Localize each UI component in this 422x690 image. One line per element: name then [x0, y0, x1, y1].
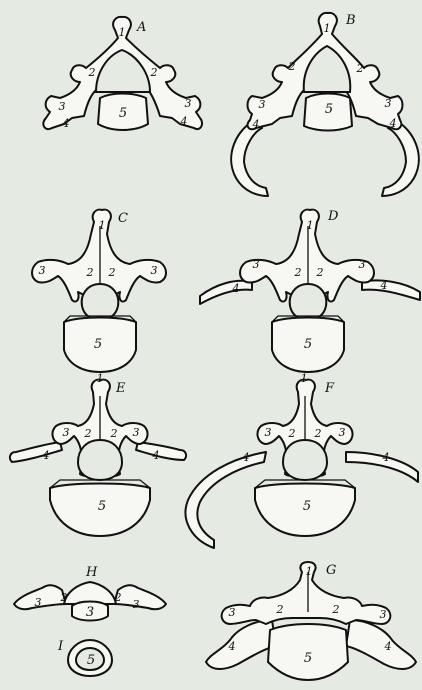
figure-b-label-2-left: 2 [288, 60, 296, 73]
figure-a-label-3-left: 3 [59, 100, 66, 113]
figure-a-label-2-right: 2 [150, 66, 158, 79]
figure-d-label-5: 5 [304, 337, 312, 352]
figure-g-right-lamina [346, 620, 416, 669]
figure-c-label-2-right: 2 [108, 266, 116, 279]
figure-d-label-3-right: 3 [359, 258, 366, 271]
figure-i-letter: I [57, 639, 64, 654]
figure-i-label-5: 5 [87, 653, 95, 668]
figure-a-label-5: 5 [119, 106, 127, 121]
figure-b-label-4-right: 4 [389, 117, 397, 130]
figure-d-label-4-left: 4 [232, 282, 240, 295]
figure-h-label-3-right: 3 [133, 598, 140, 611]
figure-f-label-4-left: 4 [242, 451, 250, 464]
figure-g-label-2-right: 2 [332, 603, 340, 616]
figure-b-label-3-right: 3 [385, 97, 392, 110]
figure-a-label-4-right: 4 [180, 115, 188, 128]
figure-e-label-3-left: 3 [63, 426, 70, 439]
figure-f-label-4-right: 4 [382, 451, 390, 464]
figure-h-right-wing [114, 585, 166, 609]
figure-e-letter: E [115, 381, 126, 396]
figure-a-label-3-right: 3 [185, 97, 192, 110]
figure-b: B 1 2 2 3 3 4 4 5 [231, 13, 419, 196]
figure-b-label-2-right: 2 [356, 62, 364, 75]
figure-i: I 5 [57, 639, 112, 676]
figure-a-label-4-left: 4 [62, 117, 70, 130]
figure-f-letter: F [324, 381, 335, 396]
figure-c-foramen [82, 284, 119, 320]
figure-g-label-2-left: 2 [276, 603, 284, 616]
figure-c-label-1: 1 [99, 219, 106, 232]
figure-d-foramen [290, 284, 327, 320]
figure-e: E 1 2 2 3 3 4 4 5 [10, 372, 186, 536]
figure-e-label-3-right: 3 [133, 426, 140, 439]
figure-g-label-3-right: 3 [380, 608, 387, 621]
figure-a-letter: A [136, 20, 146, 35]
figure-g: G 1 2 2 3 3 4 4 5 [206, 562, 416, 680]
figure-b-label-1: 1 [324, 22, 331, 35]
figure-a-label-2-left: 2 [88, 66, 96, 79]
figure-f: F 1 2 2 3 3 4 4 5 [186, 372, 418, 548]
figure-h-label-3-left: 3 [35, 596, 42, 609]
figure-c-label-5: 5 [94, 337, 102, 352]
figure-f-left-rib [186, 452, 266, 548]
figure-h-letter: H [85, 565, 98, 580]
figure-f-label-1: 1 [301, 372, 308, 385]
figure-b-letter: B [345, 13, 356, 28]
figure-g-label-4-left: 4 [228, 640, 236, 653]
figure-e-label-5: 5 [98, 499, 106, 514]
figure-g-label-5: 5 [304, 651, 312, 666]
figure-f-label-3-right: 3 [339, 426, 346, 439]
figure-b-label-3-left: 3 [259, 98, 266, 111]
figure-g-left-lamina [206, 620, 276, 669]
figure-d-label-2-right: 2 [316, 266, 324, 279]
figure-h-label-2-left: 2 [60, 591, 68, 604]
figure-c-label-3-left: 3 [39, 264, 46, 277]
figure-d-left-rib [200, 281, 252, 304]
figure-g-label-3-left: 3 [229, 606, 236, 619]
figure-d-label-3-left: 3 [253, 258, 260, 271]
figure-d-right-rib [362, 280, 420, 300]
figure-b-left-rib [231, 120, 268, 196]
figure-f-label-3-left: 3 [265, 426, 272, 439]
figure-a: A 1 2 2 3 3 4 4 5 [43, 17, 202, 130]
figure-d-label-4-right: 4 [380, 279, 388, 292]
figure-g-label-4-right: 4 [384, 640, 392, 653]
figure-e-right-process [136, 442, 186, 460]
figure-f-foramen [283, 440, 327, 480]
figure-c: C 1 2 2 3 3 5 [32, 210, 166, 372]
figure-d-letter: D [327, 209, 339, 224]
figure-b-label-5: 5 [325, 102, 333, 117]
figure-b-label-4-left: 4 [252, 118, 260, 131]
figure-c-label-3-right: 3 [151, 264, 158, 277]
figure-e-left-process [10, 442, 62, 462]
figure-e-label-2-left: 2 [84, 427, 92, 440]
figure-a-label-1: 1 [119, 26, 126, 39]
figure-h-label-2-right: 2 [114, 591, 122, 604]
figure-b-right-rib [382, 120, 419, 196]
figure-e-foramen [78, 440, 122, 480]
figure-g-letter: G [326, 563, 336, 578]
figure-e-label-2-right: 2 [110, 427, 118, 440]
figure-e-label-4-left: 4 [42, 449, 50, 462]
figure-g-label-1: 1 [306, 565, 313, 578]
figure-c-label-2-left: 2 [86, 266, 94, 279]
figure-f-label-5: 5 [303, 499, 311, 514]
figure-h-label-center: 3 [86, 605, 94, 620]
figure-d-label-1: 1 [307, 219, 314, 232]
figure-c-letter: C [118, 211, 128, 226]
figure-h: H 2 2 3 3 3 [14, 565, 166, 621]
figure-e-label-4-right: 4 [152, 449, 160, 462]
figure-d: D 1 2 2 3 3 4 4 5 [200, 209, 420, 372]
figure-f-label-2-right: 2 [314, 427, 322, 440]
figure-f-label-2-left: 2 [288, 427, 296, 440]
figure-d-label-2-left: 2 [294, 266, 302, 279]
figure-e-label-1: 1 [97, 372, 104, 385]
